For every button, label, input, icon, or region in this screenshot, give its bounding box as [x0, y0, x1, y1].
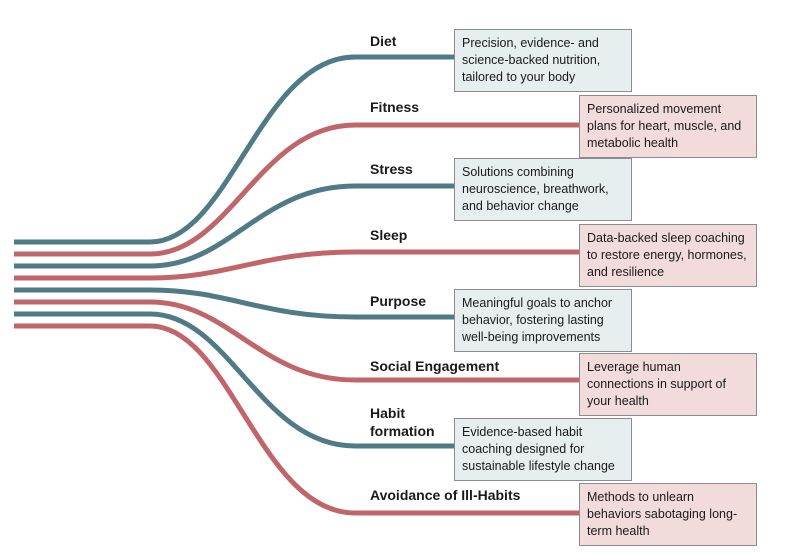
branch-label-sleep: Sleep [370, 227, 408, 243]
branch-description-diet: Precision, evidence- and science-backed … [454, 29, 632, 92]
branch-label-fitness: Fitness [370, 99, 420, 115]
branch-label-diet: Diet [370, 33, 397, 49]
branch-label-stress: Stress [370, 161, 413, 177]
branch-line-social-engagement [14, 299, 579, 383]
branch-label-social-engagement: Social Engagement [370, 358, 500, 374]
branch-label-purpose: Purpose [370, 293, 427, 309]
branch-description-social-engagement: Leverage human connections in support of… [579, 353, 757, 416]
branch-description-avoidance-of-ill-habits: Methods to unlearn behaviors sabotaging … [579, 483, 757, 546]
branch-description-habit-formation: Evidence-based habit coaching designed f… [454, 418, 632, 481]
branch-description-purpose: Meaningful goals to anchor behavior, fos… [454, 289, 632, 352]
branch-line-fitness [14, 122, 579, 257]
branch-line-stress [14, 183, 454, 269]
branch-description-sleep: Data-backed sleep coaching to restore en… [579, 224, 757, 287]
branch-label-habit-formation: Habit formation [370, 405, 435, 439]
branch-description-stress: Solutions combining neuroscience, breath… [454, 158, 632, 221]
branch-line-diet [14, 54, 454, 245]
branch-description-fitness: Personalized movement plans for heart, m… [579, 95, 757, 158]
branch-line-avoidance-of-ill-habits [14, 323, 579, 516]
branch-line-purpose [14, 287, 454, 320]
branch-line-sleep [14, 249, 579, 281]
branch-label-avoidance-of-ill-habits: Avoidance of Ill-Habits [370, 487, 521, 503]
branch-line-habit-formation [14, 311, 454, 449]
